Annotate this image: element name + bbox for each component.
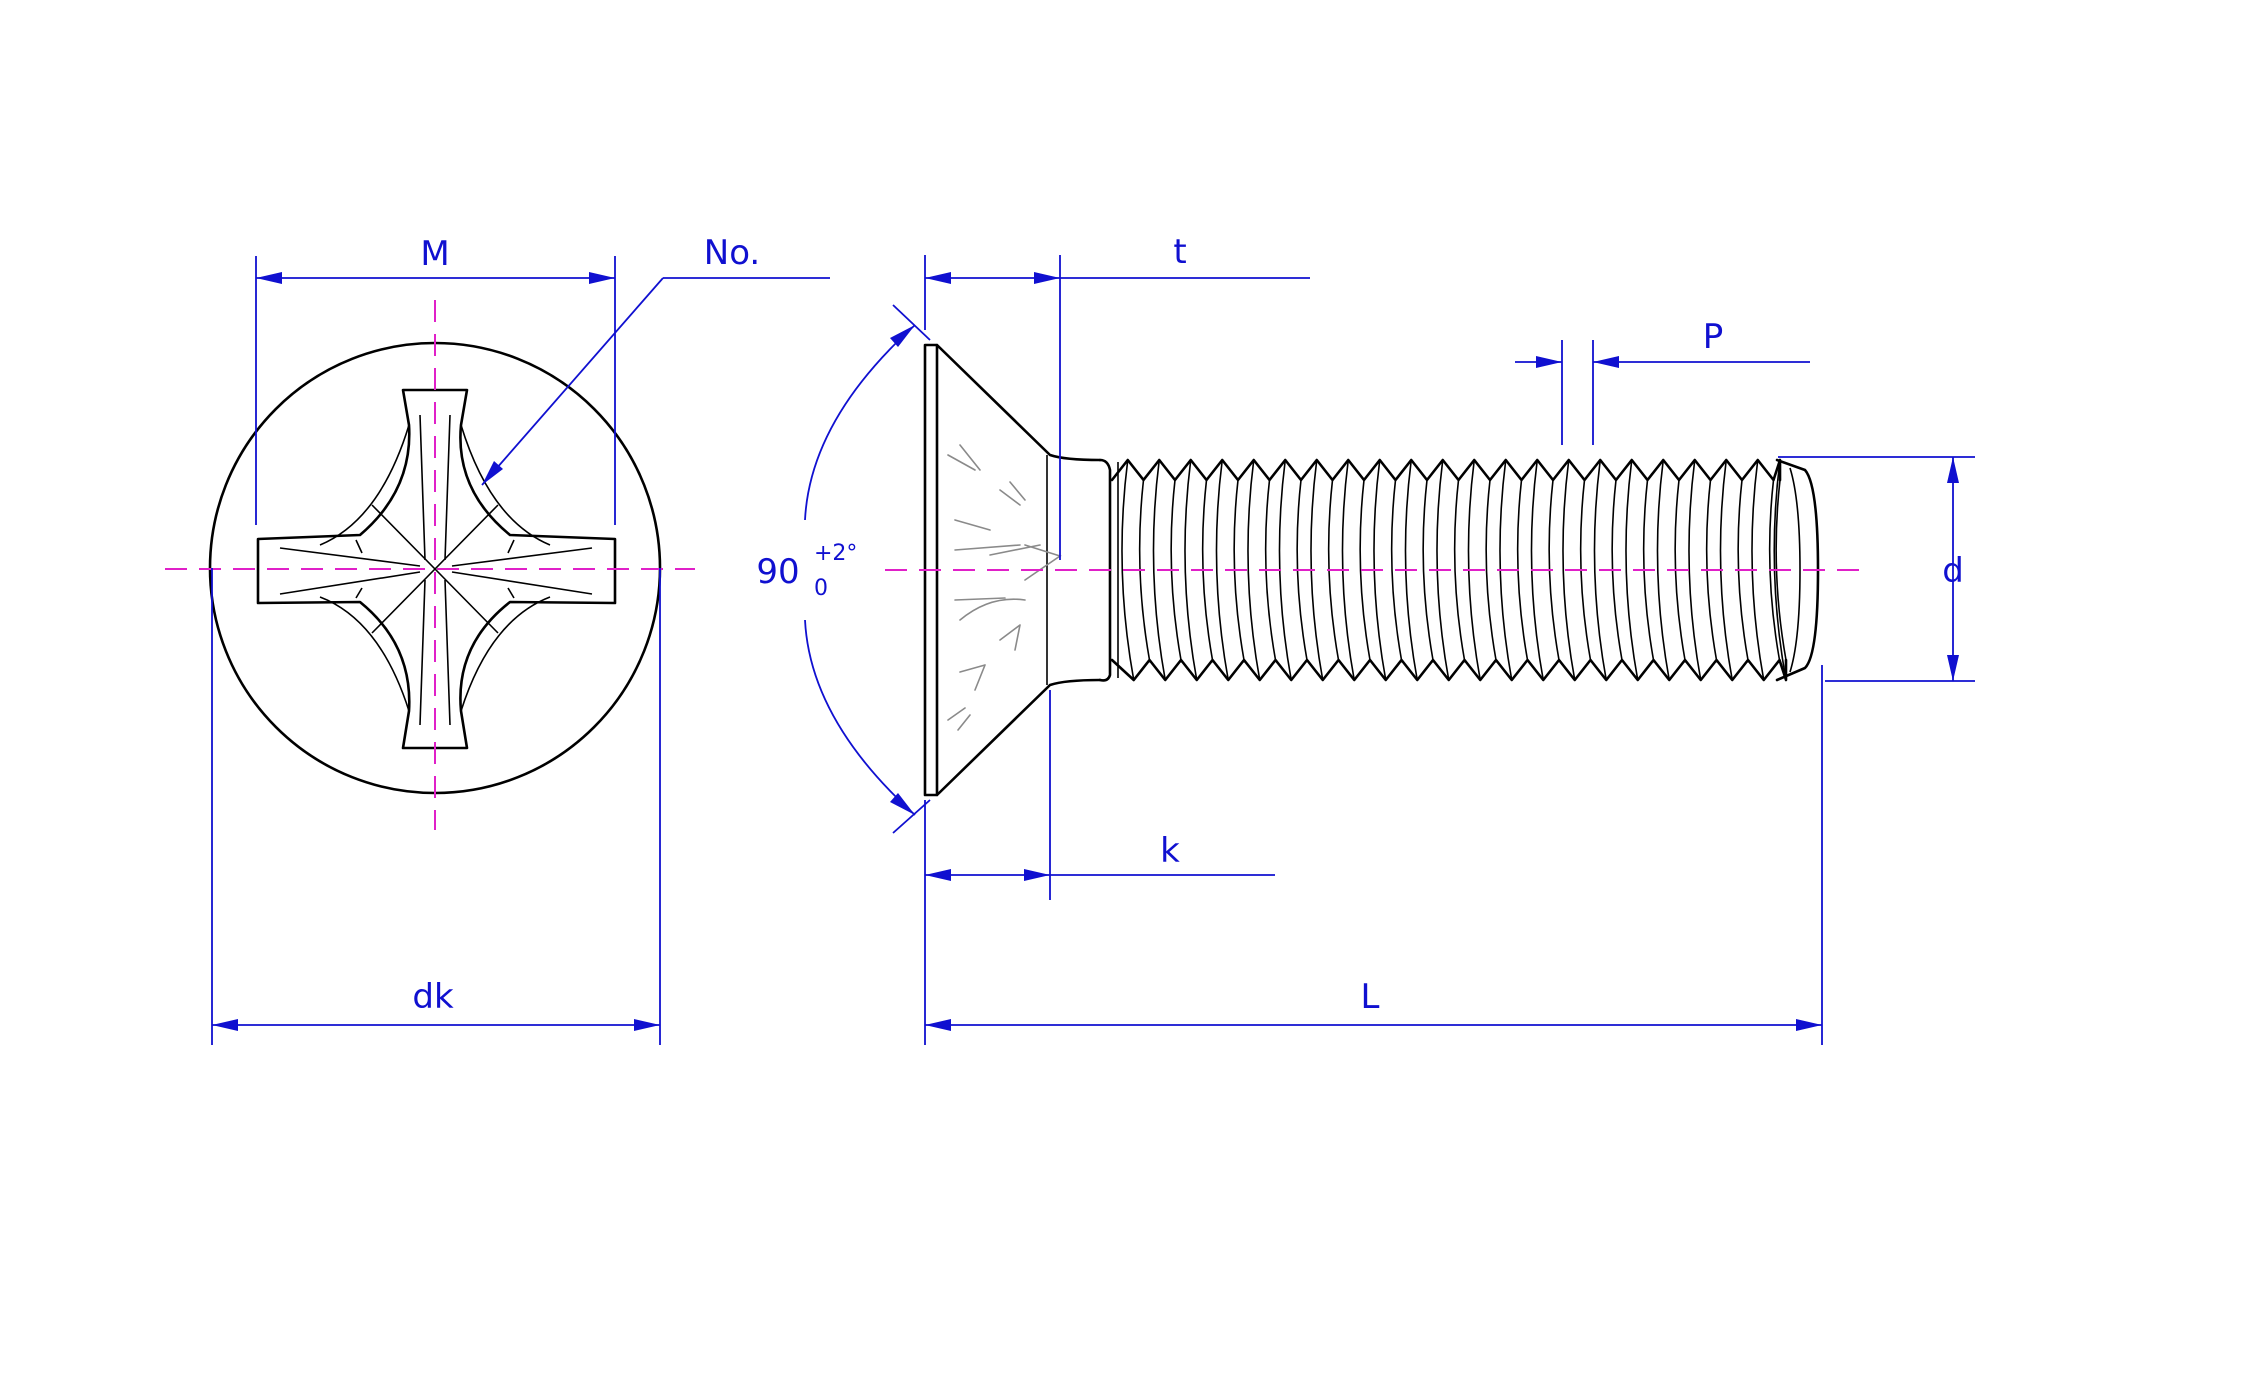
label-angle-tol-upper: +2° [814,541,857,566]
label-angle: 90 [756,552,799,592]
label-L: L [1361,977,1380,1017]
dimension-angle [804,304,931,834]
label-d: d [1942,551,1964,591]
recess-diagonals [371,504,499,634]
label-M: M [420,234,449,274]
dimension-k [924,690,1275,1045]
head-top-view: M No. dk [165,233,830,1045]
dimension-L [925,665,1823,1045]
label-dk: dk [412,977,454,1017]
phillips-recess [256,388,617,750]
screw-side-view: t k L P [756,232,1975,1045]
label-P: P [1703,317,1724,357]
label-angle-tol-lower: 0 [814,576,828,601]
recess-hatch [947,444,1062,731]
dimension-M [255,256,616,525]
dimension-d [1778,456,1975,682]
dimension-dk [211,568,661,1045]
label-k: k [1160,831,1180,871]
label-No: No. [704,233,760,273]
dimension-P [1515,340,1810,445]
recess-wing-curves [279,414,593,726]
shank-neck [1098,458,1112,682]
screw-tip-chamfer [1789,467,1801,673]
dimension-t [924,255,1310,560]
leader-No [481,277,830,486]
thread-crest-top [1110,458,1782,482]
label-t: t [1173,232,1186,272]
